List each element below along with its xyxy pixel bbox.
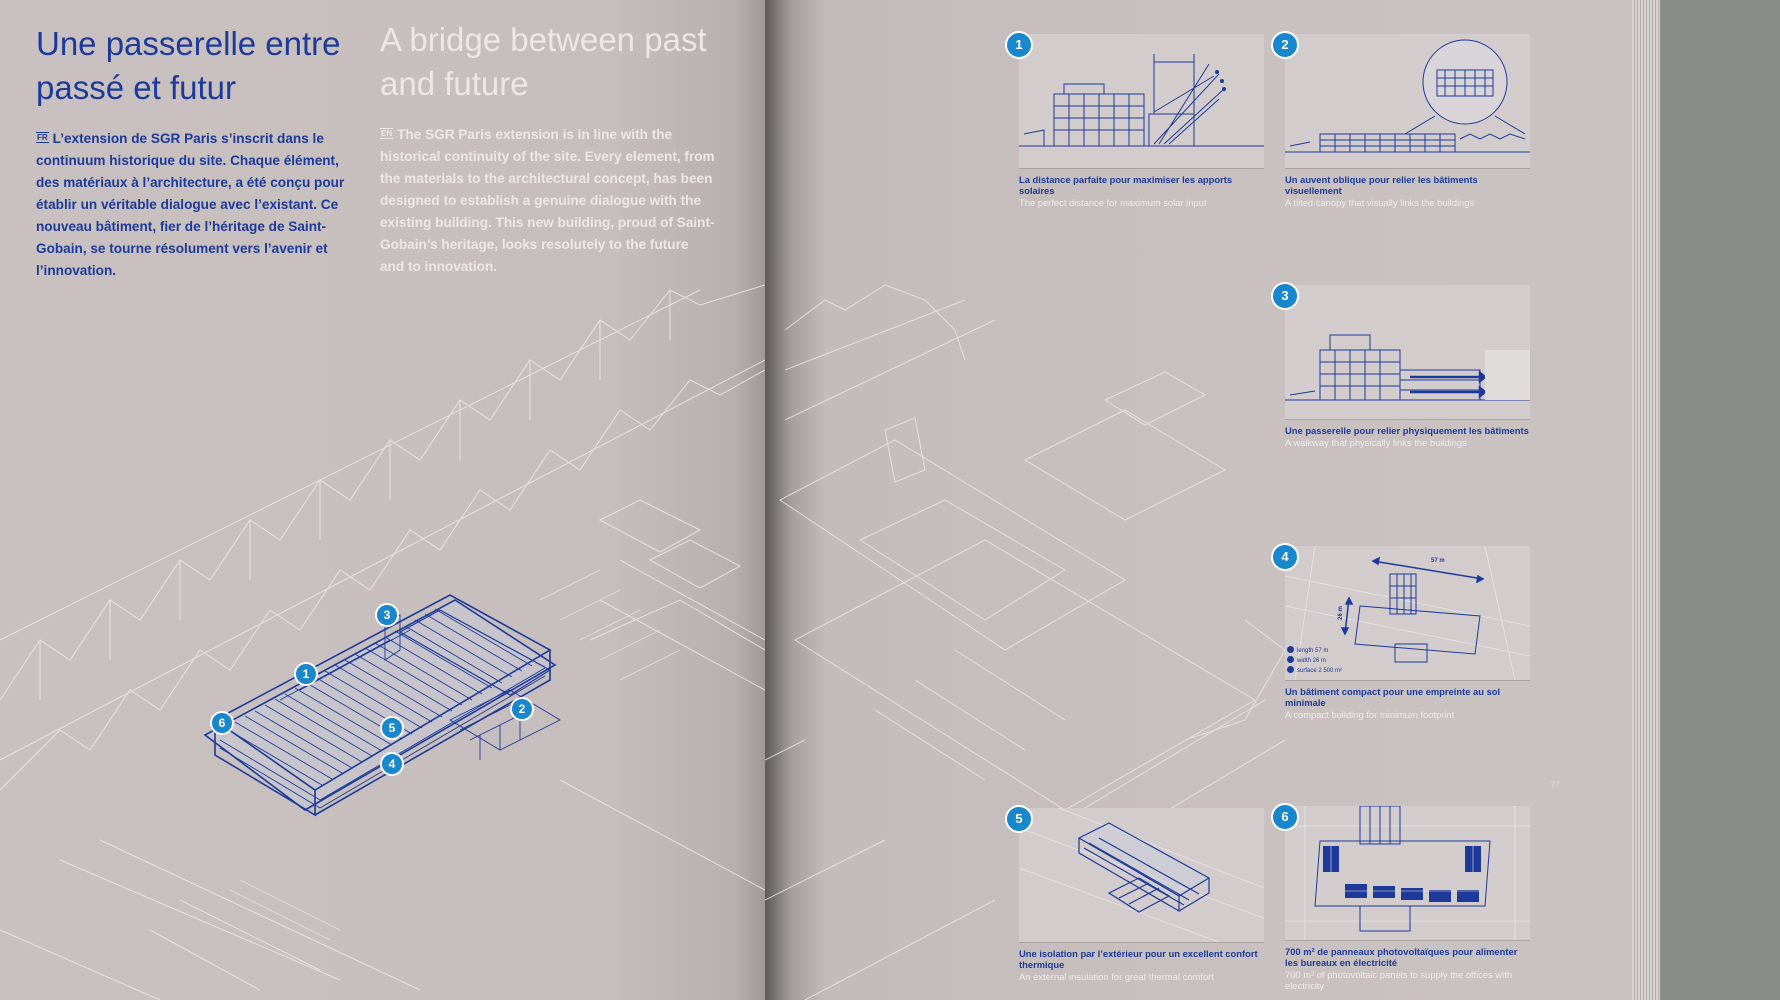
card-6-caption-en: 700 m² of photovoltaic panels to supply … [1285,969,1513,991]
card-2-illustration [1285,34,1530,169]
card-badge-2: 2 [1271,31,1299,59]
card-4-illustration: 57 m 26 m length 57 m width 26 m surface… [1285,546,1530,681]
card-photovoltaic: 6 700 m² de panneaux photovoltaïques pou… [1271,803,1530,991]
card-2-caption-fr: Un auvent oblique pour relier les bâtime… [1285,174,1478,196]
marker-5: 5 [380,716,404,740]
card-3-caption-en: A walkway that physically links the buil… [1285,437,1467,448]
body-french-text: L’extension de SGR Paris s’inscrit dans … [36,131,345,278]
right-page: 1 La distance parfaite pour maximiser le… [765,0,1637,1000]
lang-tag-fr: FR [36,132,49,143]
card-6-caption-fr: 700 m² de panneaux photovoltaïques pour … [1285,946,1518,968]
card-tilted-canopy: 2 Un auvent oblique pour relier les bâti… [1271,31,1530,208]
body-english-text: The SGR Paris extension is in line with … [380,127,715,274]
card-4-caption-en: A compact building for minimum footprint [1285,709,1455,720]
card-badge-5: 5 [1005,805,1033,833]
title-french: Une passerelle entre passé et futur [36,25,341,106]
marker-3: 3 [375,603,399,627]
legend-length: length 57 m [1287,646,1328,655]
card-4-caption-fr: Un bâtiment compact pour une empreinte a… [1285,686,1501,708]
dimension-width: 26 m [1337,606,1344,620]
card-3-caption-fr: Une passerelle pour relier physiquement … [1285,425,1529,436]
lang-tag-en: EN [380,128,394,139]
marker-2: 2 [510,697,534,721]
legend-surface: surface 2 500 m² [1287,666,1342,675]
card-badge-6: 6 [1271,803,1299,831]
marker-6: 6 [210,711,234,735]
card-walkway: 3 Une passerelle pour relier physiquemen… [1271,282,1530,448]
page-number: 77 [1550,780,1561,790]
card-badge-1: 1 [1005,31,1033,59]
marker-4: 4 [380,752,404,776]
title-english: A bridge between past and future [380,21,707,102]
card-5-caption-fr: Une isolation par l’extérieur pour un ex… [1019,948,1258,970]
card-1-illustration [1019,34,1264,169]
card-badge-3: 3 [1271,282,1299,310]
marker-1: 1 [294,662,318,686]
card-external-insulation: 5 Une isolation par l’extérieur pour un … [1005,805,1264,982]
card-solar-distance: 1 La distance parfaite pour maximiser le… [1005,31,1264,208]
page-edges [1632,0,1660,1000]
legend-width: width 26 m [1287,656,1326,665]
card-1-caption-fr: La distance parfaite pour maximiser les … [1019,174,1233,196]
dimension-length: 57 m [1431,558,1445,564]
card-2-caption-en: A tilted canopy that visually links the … [1285,197,1475,208]
card-badge-4: 4 [1271,543,1299,571]
card-6-illustration [1285,806,1530,941]
card-5-caption-en: An external insulation for great thermal… [1019,971,1214,982]
site-axonometric-drawing [0,284,765,1000]
card-1-caption-en: The perfect distance for maximum solar i… [1019,197,1207,208]
card-3-illustration [1285,285,1530,420]
card-5-illustration [1019,808,1264,943]
card-compact-building: 57 m 26 m length 57 m width 26 m surface… [1271,543,1530,720]
site-plan-drawing [765,284,1286,1000]
brochure-spread: Une passerelle entre passé et futur A br… [0,0,1660,1000]
left-page: Une passerelle entre passé et futur A br… [0,0,765,1000]
